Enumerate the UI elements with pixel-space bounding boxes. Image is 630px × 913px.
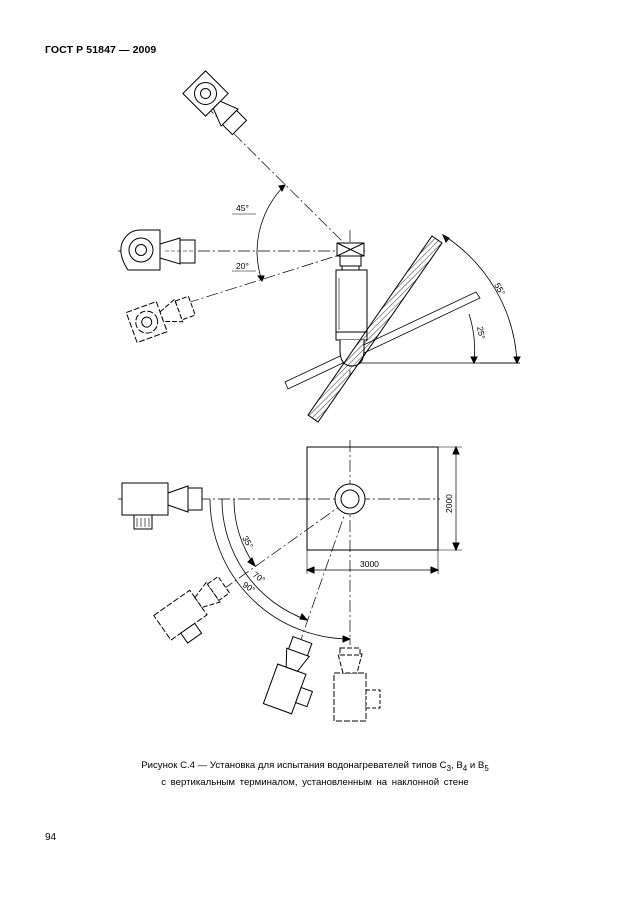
arc-55 bbox=[442, 234, 518, 364]
centerline-70 bbox=[291, 498, 351, 666]
instrument-plan-horizontal bbox=[121, 482, 203, 530]
instrument-45 bbox=[182, 70, 248, 136]
label-70: 70° bbox=[251, 569, 267, 585]
arc-35 bbox=[233, 498, 256, 567]
centerline-45 bbox=[204, 104, 353, 252]
instrument-plan-70 bbox=[262, 636, 314, 715]
inclined-wall bbox=[307, 235, 443, 423]
page-number: 94 bbox=[45, 832, 57, 843]
label-20: 20° bbox=[236, 261, 249, 271]
label-55: 55° bbox=[492, 281, 507, 297]
caption-line-2: с вертикальным терминалом, установленным… bbox=[161, 776, 469, 788]
label-90: 90° bbox=[241, 579, 257, 595]
arc-90 bbox=[209, 498, 351, 640]
label-25: 25° bbox=[475, 326, 487, 340]
instrument-horizontal bbox=[120, 229, 196, 271]
arc-45 bbox=[256, 184, 286, 252]
figure-caption: Рисунок С.4 — Установка для испытания во… bbox=[0, 759, 630, 790]
arc-70 bbox=[221, 498, 308, 621]
centerline-20 bbox=[129, 250, 353, 322]
document-header: ГОСТ Р 51847 — 2009 bbox=[45, 44, 157, 56]
heater-plan-inner bbox=[340, 489, 360, 509]
dim-3000: 3000 bbox=[360, 559, 379, 569]
wall-rectangle bbox=[306, 446, 439, 551]
dim-2000: 2000 bbox=[444, 494, 454, 513]
caption-line-1: Рисунок С.4 — Установка для испытания во… bbox=[141, 760, 489, 773]
bottom-figure bbox=[118, 440, 462, 722]
instrument-20 bbox=[125, 295, 196, 344]
arc-25 bbox=[468, 313, 475, 364]
label-45: 45° bbox=[236, 203, 249, 213]
inclined-plane bbox=[284, 291, 481, 390]
top-figure bbox=[118, 70, 521, 423]
heater-body bbox=[335, 269, 368, 333]
centerline-35 bbox=[189, 498, 351, 614]
instrument-plan-90 bbox=[333, 647, 381, 722]
label-35: 35° bbox=[240, 534, 255, 550]
instrument-plan-35 bbox=[153, 575, 231, 644]
